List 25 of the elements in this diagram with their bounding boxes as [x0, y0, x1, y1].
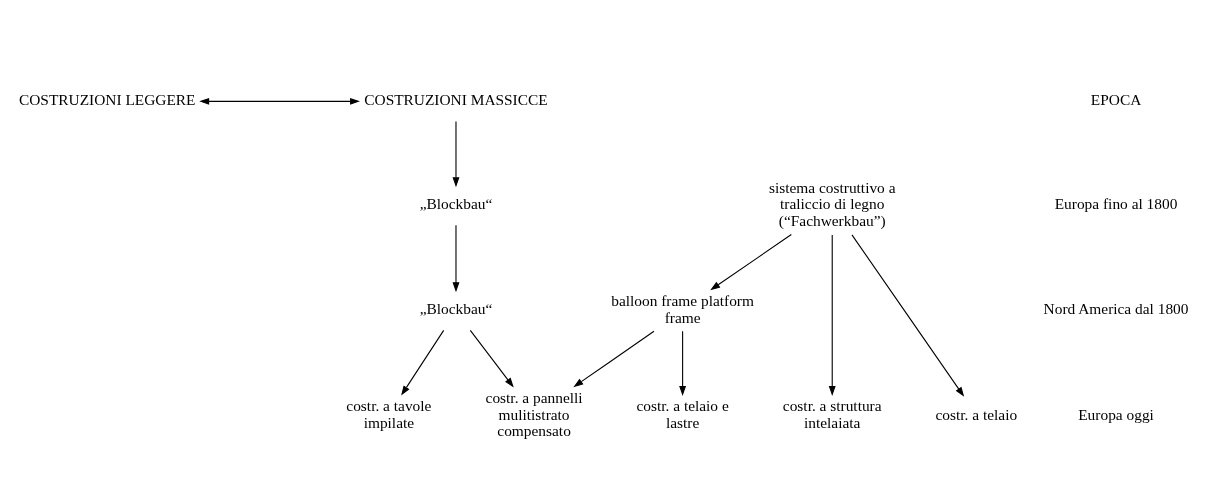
node-text: costr. a telaio	[935, 405, 1018, 423]
label: Europa oggi	[1078, 405, 1154, 423]
node-text: costr. a struttura intelaiata	[782, 397, 882, 431]
node-text: „Blockbau“	[419, 195, 493, 213]
arrow	[828, 234, 836, 396]
arrow	[199, 97, 360, 105]
label: EPOCA	[1090, 91, 1142, 109]
node-text: COSTRUZIONI LEGGERE	[18, 91, 196, 109]
arrow	[710, 234, 792, 291]
node-text: balloon frame platform frame	[611, 292, 754, 326]
node-text: costr. a tavole impilate	[346, 397, 432, 431]
node-text: sistema costruttivo a traliccio di legno (“Fachwerkbau”)	[768, 178, 896, 229]
arrow	[452, 121, 460, 188]
arrow	[573, 330, 655, 388]
node-text: COSTRUZIONI MASSICCE	[364, 91, 548, 109]
node-text: „Blockbau“	[419, 300, 493, 318]
arrow	[401, 329, 445, 396]
label: Nord America dal 1800	[1043, 300, 1189, 318]
arrow	[452, 224, 460, 293]
node-text: costr. a telaio e lastre	[636, 397, 729, 431]
arrow	[851, 234, 965, 397]
node-text: costr. a pannelli mulitistrato compensato	[485, 389, 583, 440]
arrow	[679, 330, 687, 396]
label: Europa fino al 1800	[1054, 195, 1178, 213]
arrow	[469, 329, 514, 388]
